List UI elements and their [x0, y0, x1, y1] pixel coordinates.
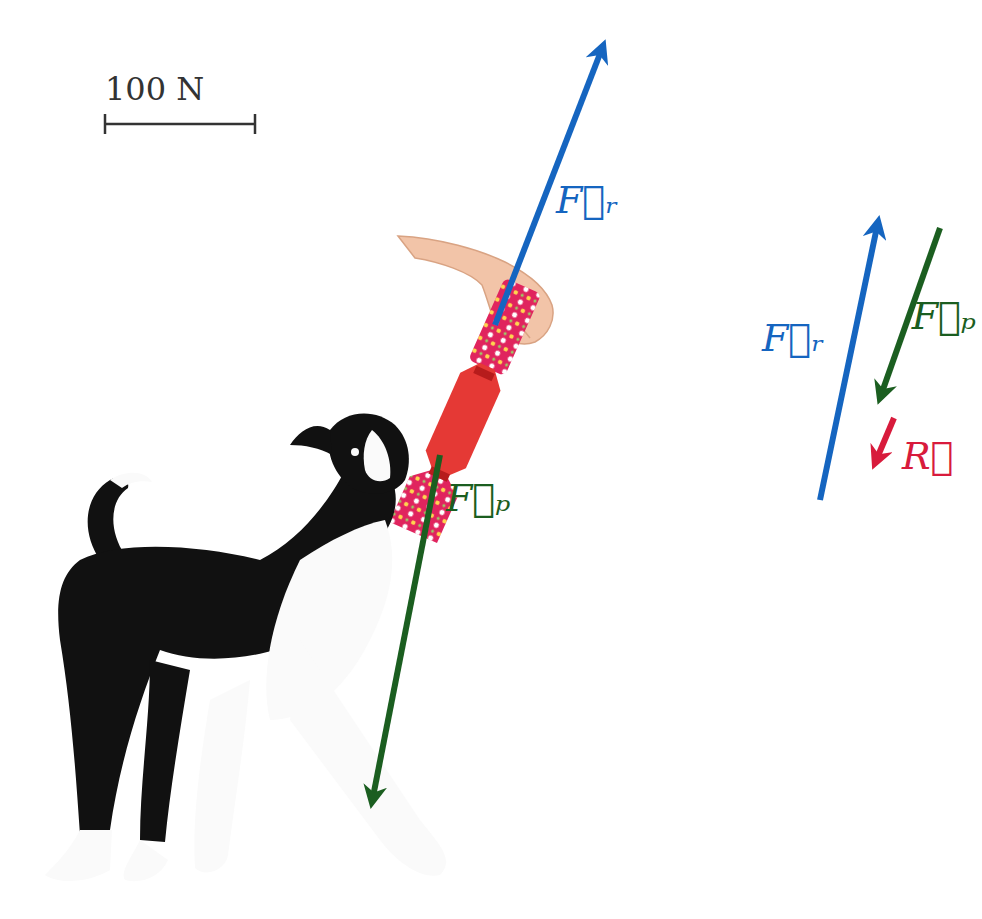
- force-label: F⃗ₚ: [912, 296, 976, 338]
- resultant-label: R⃗: [902, 436, 953, 478]
- force-arrow-p: [372, 455, 440, 802]
- cracker: [390, 275, 547, 543]
- resultant-arrow: [875, 418, 894, 463]
- force-label: F⃗ᵣ: [762, 318, 824, 360]
- force-arrow-r: [820, 222, 878, 500]
- scale-label: 100 N: [105, 72, 204, 107]
- scale-bar: [105, 114, 255, 134]
- force-label: F⃗ₚ: [446, 478, 510, 520]
- force-label: F⃗ᵣ: [556, 180, 618, 222]
- dog: [45, 414, 446, 882]
